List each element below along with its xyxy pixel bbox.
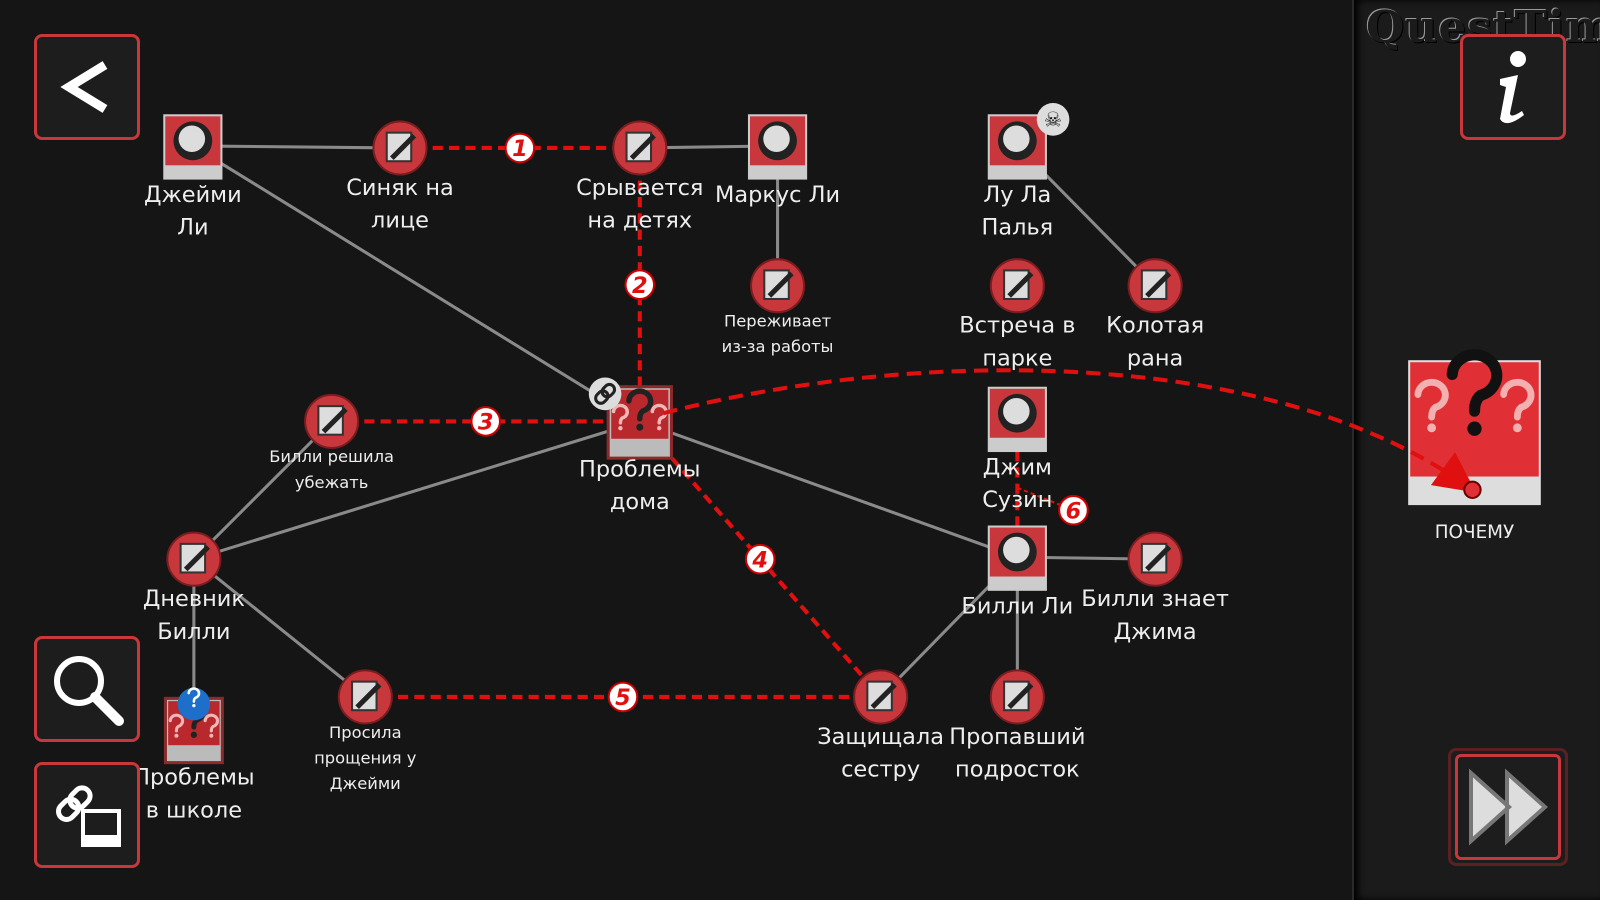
question-mark-glyph (1446, 349, 1503, 436)
edge-home-billy (639, 419, 1018, 559)
question-mark-glyph (203, 713, 220, 738)
chain-step-number: 2 (632, 273, 648, 299)
node-label: Колотая (1106, 313, 1204, 339)
node-label: Сузин (982, 487, 1052, 513)
deduction-arrow (662, 368, 1476, 493)
node-label: Джим (983, 454, 1052, 480)
chain-step-badge: 1 (504, 132, 536, 164)
node-worries[interactable]: Переживает из-за работы (722, 258, 834, 356)
node-label: Маркус Ли (715, 182, 840, 208)
node-label: Переживает (724, 312, 832, 331)
node-lashes[interactable]: Срывается на детях (576, 120, 703, 234)
node-label: подросток (955, 757, 1080, 783)
chain-step-number: 4 (751, 547, 768, 573)
node-label: Лу Ла (983, 182, 1051, 208)
node-label: Пропавший (949, 724, 1085, 750)
link-mode-button[interactable] (34, 762, 140, 868)
node-lula[interactable]: ☠ Лу Ла Палья (982, 103, 1070, 241)
node-school[interactable]: Проблемы в школе (133, 687, 255, 824)
question-mark-glyph (168, 713, 185, 738)
search-button[interactable] (34, 636, 140, 742)
chain-step-badge: 5 (607, 681, 639, 713)
node-label: Джейми (144, 182, 242, 208)
node-missing[interactable]: Пропавший подросток (949, 669, 1085, 783)
node-label: из-за работы (722, 337, 834, 356)
info-icon (1500, 51, 1526, 124)
node-markus[interactable]: Маркус Ли (715, 114, 840, 208)
magnifier-icon (54, 656, 124, 726)
node-billy[interactable]: Билли Ли (961, 525, 1073, 620)
node-label: Джейми (330, 774, 401, 793)
question-mark-glyph (1414, 378, 1449, 433)
question-mark-glyph (1500, 378, 1535, 433)
node-label: Проблемы (579, 457, 700, 483)
node-bruise[interactable]: Синяк на лице (346, 120, 454, 234)
node-label: Встреча в (959, 313, 1075, 339)
node-label: дома (610, 489, 670, 515)
info-button[interactable] (1460, 34, 1566, 140)
next-button[interactable] (1448, 748, 1568, 866)
node-stab[interactable]: Колотая рана (1106, 258, 1204, 371)
node-protected[interactable]: Защищала сестру (817, 669, 944, 783)
question-mark-glyph (626, 388, 654, 431)
link-icon (56, 785, 121, 847)
question-marks-icon (1414, 349, 1535, 436)
link-badge-icon (588, 377, 622, 411)
goal-card[interactable]: ПОЧЕМУ (1408, 349, 1541, 543)
skull-icon (1036, 103, 1070, 136)
node-home[interactable]: Проблемы дома (579, 377, 701, 516)
node-label: сестру (841, 757, 920, 783)
node-label: Билли Ли (961, 593, 1073, 619)
back-arrow-icon (60, 61, 108, 113)
node-label: Билли знает (1081, 586, 1229, 612)
node-label: Дневник (143, 586, 245, 612)
chain-step-number: 1 (512, 136, 528, 162)
node-label: Палья (982, 215, 1054, 241)
node-label: в школе (146, 797, 242, 823)
node-label: Защищала (817, 724, 944, 750)
node-apology[interactable]: Просила прощения у Джейми (314, 669, 417, 793)
node-label: Просила (329, 723, 402, 742)
node-label: Джима (1114, 619, 1197, 645)
node-label: Синяк на (346, 175, 454, 201)
chain-step-badge: 4 (744, 543, 776, 575)
node-label: Билли (157, 619, 230, 645)
chain-step-number: 3 (478, 410, 494, 436)
node-label: на детях (587, 208, 692, 234)
node-label: Проблемы (133, 765, 254, 791)
question-mark-glyph (611, 403, 629, 431)
node-label: убежать (295, 473, 369, 492)
chain-step-badge: 3 (470, 406, 502, 437)
edge-diary-apology (192, 557, 367, 699)
chain-step-badge: 2 (624, 269, 656, 300)
node-label: Ли (177, 215, 208, 241)
question-mark-glyph (187, 687, 201, 708)
goal-label: ПОЧЕМУ (1435, 522, 1514, 543)
node-label: прощения у (314, 748, 417, 767)
node-meeting[interactable]: Встреча в парке (959, 258, 1075, 371)
node-label: рана (1127, 345, 1183, 371)
node-label: Срывается (576, 175, 703, 201)
node-runaway[interactable]: Билли решила убежать (269, 393, 394, 492)
back-button[interactable] (34, 34, 140, 140)
edge-jamie-home (192, 144, 641, 423)
chain-step-badge: 6 (1058, 494, 1089, 526)
edge-jamie-bruise (192, 144, 401, 150)
svg-text:☠: ☠ (1044, 108, 1062, 132)
chain-step-number: 5 (615, 685, 631, 711)
node-label: лице (371, 208, 429, 234)
node-label: парке (982, 345, 1052, 371)
question-mark-glyph (650, 403, 668, 431)
fast-forward-icon (1469, 768, 1548, 846)
node-label: Билли решила (269, 447, 394, 466)
chain-step-number: 6 (1066, 498, 1082, 524)
edge-home-diary (193, 419, 641, 561)
edge-runaway-diary (192, 420, 333, 561)
